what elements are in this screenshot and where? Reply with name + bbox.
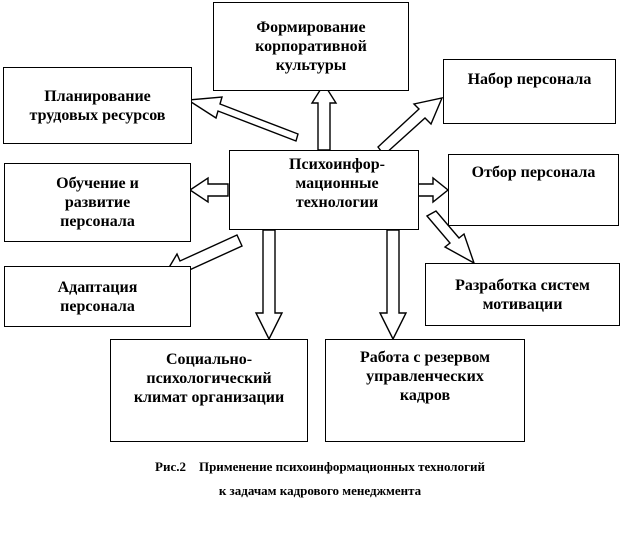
arrow-to-reserve <box>378 229 408 341</box>
node-adaptation-label: Адаптация персонала <box>57 278 138 315</box>
arrow-to-selection <box>417 176 450 204</box>
figure-caption: Рис.2 Применение психоинформационных тех… <box>60 458 580 500</box>
arrow-to-training <box>188 176 229 204</box>
node-management-reserve: Работа с резервом управленческих кадров <box>325 339 525 442</box>
node-recruitment: Набор персонала <box>443 59 616 124</box>
node-staff-selection-label: Отбор персонала <box>471 164 596 181</box>
node-recruitment-label: Набор персонала <box>467 71 592 88</box>
caption-line-1: Рис.2 Применение психоинформационных тех… <box>155 459 485 474</box>
arrow-to-climate <box>254 229 284 341</box>
caption-line-2: к задачам кадрового менеджмента <box>218 483 422 498</box>
node-adaptation: Адаптация персонала <box>4 266 191 327</box>
node-social-climate-label: Социально- психологический климат органи… <box>133 351 285 406</box>
node-motivation-systems-label: Разработка систем мотивации <box>455 276 590 313</box>
node-center-label: Психоинфор- мационные технологии <box>289 156 385 211</box>
arrow-to-recruitment <box>377 97 444 157</box>
node-corporate-culture: Формирование корпоративной культуры <box>213 2 409 91</box>
arrow-to-motivation <box>425 210 476 265</box>
node-workforce-planning-label: Планирование трудовых ресурсов <box>29 87 166 124</box>
node-center-psychoinfo: Психоинфор- мационные технологии <box>229 150 419 230</box>
node-social-climate: Социально- психологический климат органи… <box>110 339 308 442</box>
node-training-development-label: Обучение и развитие персонала <box>56 175 139 230</box>
node-training-development: Обучение и развитие персонала <box>4 163 191 242</box>
node-workforce-planning: Планирование трудовых ресурсов <box>3 67 192 144</box>
arrow-to-planning <box>185 96 299 142</box>
arrow-to-culture <box>310 82 338 151</box>
node-corporate-culture-label: Формирование корпоративной культуры <box>255 19 367 74</box>
node-staff-selection: Отбор персонала <box>448 154 619 226</box>
node-management-reserve-label: Работа с резервом управленческих кадров <box>359 349 491 404</box>
node-motivation-systems: Разработка систем мотивации <box>425 263 620 326</box>
